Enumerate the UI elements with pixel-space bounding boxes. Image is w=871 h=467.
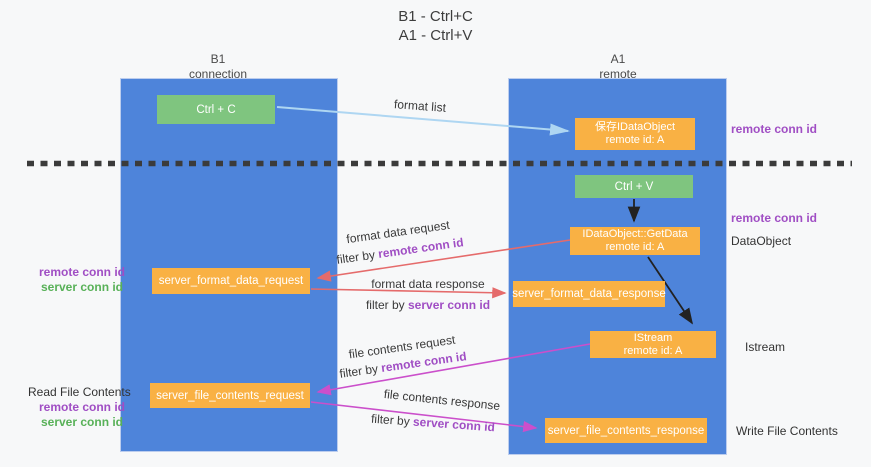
format-data-response-arrow	[310, 287, 507, 299]
server-conn-id-annotation-left-2: server conn id	[40, 415, 124, 429]
istream-line2: remote id: A	[623, 344, 683, 357]
read-file-contents-annotation: Read File Contents	[28, 385, 131, 399]
page-title: B1 - Ctrl+C A1 - Ctrl+V	[0, 7, 871, 45]
server-file-contents-request-label: server_file_contents_request	[156, 389, 304, 402]
format-data-request-arrow	[316, 239, 571, 282]
save-dataobject-line2: remote id: A	[605, 134, 665, 146]
remote-conn-id-annotation-left-2: remote conn id	[38, 400, 125, 414]
getdata-to-istream-arrow	[647, 256, 693, 325]
ctrl-c-box: Ctrl + C	[157, 95, 275, 124]
lane-a1-subtitle: remote	[599, 67, 637, 81]
file-contents-request-arrow	[316, 343, 591, 396]
save-dataobject-box: 保存IDataObject remote id: A	[575, 118, 695, 150]
dataobject-annotation: DataObject	[731, 234, 792, 248]
remote-conn-id-annotation-mid: remote conn id	[731, 211, 818, 225]
getdata-line2: remote id: A	[605, 241, 665, 253]
server-conn-id-term: server conn id	[408, 298, 491, 312]
format-list-arrow	[276, 106, 570, 136]
file-contents-response-arrow	[310, 401, 538, 433]
server-file-contents-request-box: server_file_contents_request	[150, 383, 310, 408]
left-conn-id-block-1: remote conn id server conn id	[22, 265, 142, 295]
server-format-data-response-label: server_format_data_response	[512, 288, 666, 300]
istream-line1: IStream	[633, 331, 673, 344]
filter-by-server-conn-id-label-1: filter by server conn id	[366, 298, 490, 312]
remote-conn-id-annotation-left-1: remote conn id	[38, 265, 125, 279]
server-conn-id-annotation-left-1: server conn id	[40, 280, 124, 294]
lane-header-b1: B1 connection	[168, 52, 268, 82]
title-line-2: A1 - Ctrl+V	[398, 27, 473, 44]
getdata-box: IDataObject::GetData remote id: A	[570, 227, 700, 255]
format-data-response-label: format data response	[371, 277, 485, 291]
lane-b1-subtitle: connection	[188, 67, 248, 81]
istream-box: IStream remote id: A	[590, 331, 716, 358]
filter-by-text: filter by	[365, 298, 405, 312]
lane-a1-name: A1	[610, 52, 626, 66]
write-file-contents-annotation: Write File Contents	[736, 424, 838, 438]
server-format-data-request-label: server_format_data_request	[158, 275, 304, 287]
left-conn-id-block-2: remote conn id server conn id	[22, 400, 142, 430]
server-file-contents-response-label: server_file_contents_response	[547, 424, 705, 437]
filter-by-text: filter by	[370, 411, 411, 429]
lane-b1-name: B1	[210, 52, 226, 66]
ctrl-v-label: Ctrl + V	[614, 180, 654, 193]
server-format-data-response-box: server_format_data_response	[512, 281, 666, 307]
save-dataobject-line1: 保存IDataObject	[594, 121, 676, 133]
remote-conn-id-annotation-top: remote conn id	[731, 122, 818, 136]
ctrl-v-box: Ctrl + V	[575, 175, 693, 198]
server-format-data-request-box: server_format_data_request	[152, 268, 310, 294]
istream-annotation: Istream	[745, 340, 786, 354]
ctrl-c-label: Ctrl + C	[196, 103, 236, 116]
lane-header-a1: A1 remote	[568, 52, 668, 82]
title-line-1: B1 - Ctrl+C	[398, 8, 473, 25]
getdata-line1: IDataObject::GetData	[582, 228, 688, 240]
server-file-contents-response-box: server_file_contents_response	[545, 418, 707, 443]
